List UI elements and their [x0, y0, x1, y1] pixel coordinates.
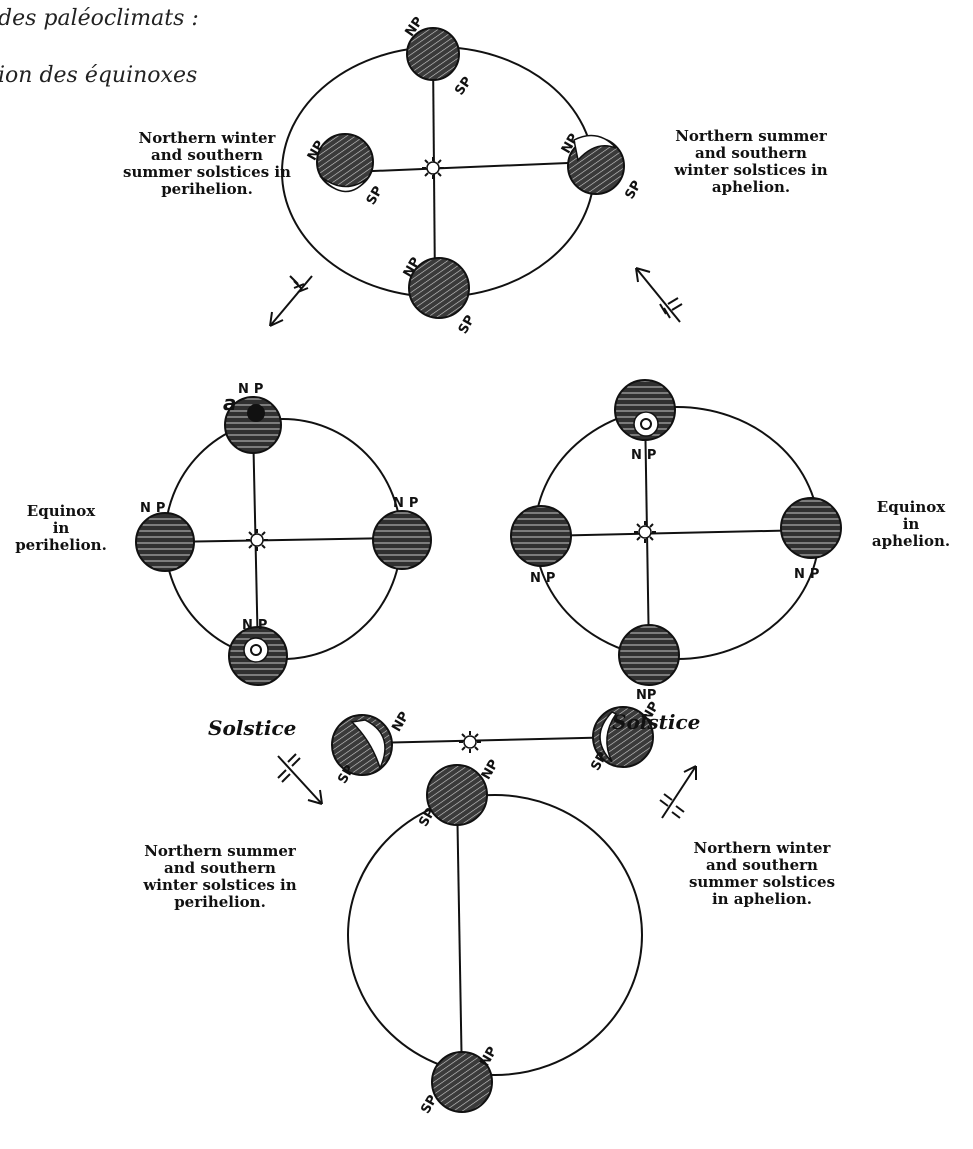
heading-line-1: des paléoclimats : [0, 6, 199, 31]
pole-label-sp: SP [456, 313, 478, 337]
mid-right-earth-south [618, 624, 680, 686]
heading-line-2: ion des équinoxes [0, 63, 198, 88]
pole-label-sp: SP [364, 184, 386, 208]
pole-label-np: NP [140, 501, 170, 516]
mid-right-orbit-diagram [510, 379, 842, 686]
pole-label-np: NP [530, 571, 560, 586]
bottom-orbit [347, 794, 643, 1076]
pole-label-sp: SP [622, 178, 644, 202]
arrow-top-left [269, 275, 313, 327]
pole-label-np: NP [238, 382, 268, 397]
top-earth-south [408, 257, 470, 319]
bottom-sun-icon [458, 730, 482, 754]
pole-label-np: NP [242, 618, 272, 633]
pole-label-np: NP [631, 448, 661, 463]
mid-left-earth-east [372, 510, 432, 570]
top-sun-icon [421, 156, 445, 180]
mid-right-sun-icon [633, 520, 657, 544]
pole-label-np: NP [389, 709, 412, 734]
caption-mid-right: Equinox in aphelion. [871, 498, 951, 550]
arrow-bottom-left [277, 753, 323, 805]
pole-label-np: NP [393, 496, 423, 511]
mid-right-earth-west [510, 505, 572, 567]
mid-left-orbit-diagram [135, 396, 432, 686]
pole-marker-a: a [223, 391, 237, 415]
mid-left-earth-north [224, 396, 282, 454]
pole-label-np: NP [794, 567, 824, 582]
mid-right-earth-east [780, 497, 842, 559]
pole-label-sp: SP [452, 74, 475, 98]
solstice-label-right: Solstice [612, 710, 701, 734]
caption-top-right: Northern summer and southern winter sols… [674, 127, 828, 196]
caption-mid-left: Equinox in perihelion. [15, 502, 107, 554]
top-earth-north [406, 27, 460, 81]
solstice-label-left: Solstice [208, 716, 297, 740]
mid-left-sun-icon [245, 528, 269, 552]
arrow-bottom-right [659, 765, 697, 819]
caption-bottom-right: Northern winter and southern summer sols… [688, 839, 836, 908]
pole-label-np: NP [636, 688, 656, 703]
bottom-earth-south [431, 1051, 493, 1113]
top-orbit-diagram [281, 27, 625, 319]
caption-top-left: Northern winter and southern summer sols… [123, 129, 291, 198]
arrow-top-right [635, 267, 683, 323]
bottom-orbit-diagram [331, 706, 654, 1113]
caption-bottom-left: Northern summer and southern winter sols… [143, 842, 297, 911]
bottom-earth-north [426, 764, 488, 826]
mid-left-earth-west [135, 512, 195, 572]
mid-right-earth-north [614, 379, 676, 441]
